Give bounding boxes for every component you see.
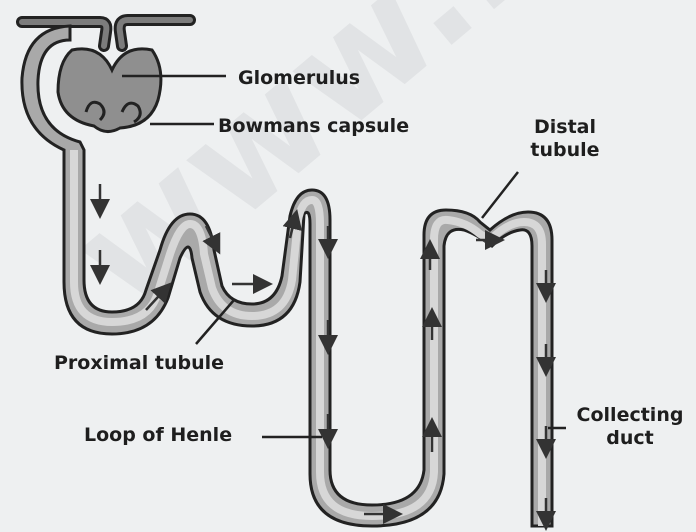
label-glomerulus: Glomerulus — [238, 67, 360, 90]
label-distal-tubule-line1: Distal — [524, 116, 606, 139]
leader-line-distal-tubule — [482, 172, 518, 218]
label-proximal-tubule: Proximal tubule — [54, 352, 224, 375]
label-collecting-duct-line1: Collecting — [566, 404, 694, 427]
label-bowmans-capsule: Bowmans capsule — [218, 115, 409, 138]
label-collecting-duct-line2: duct — [566, 427, 694, 450]
label-distal-tubule-line2: tubule — [524, 139, 606, 162]
label-loop-of-henle: Loop of Henle — [84, 424, 232, 447]
label-distal-tubule: Distal tubule — [524, 116, 606, 162]
label-collecting-duct: Collecting duct — [566, 404, 694, 450]
glomerulus — [58, 49, 161, 132]
